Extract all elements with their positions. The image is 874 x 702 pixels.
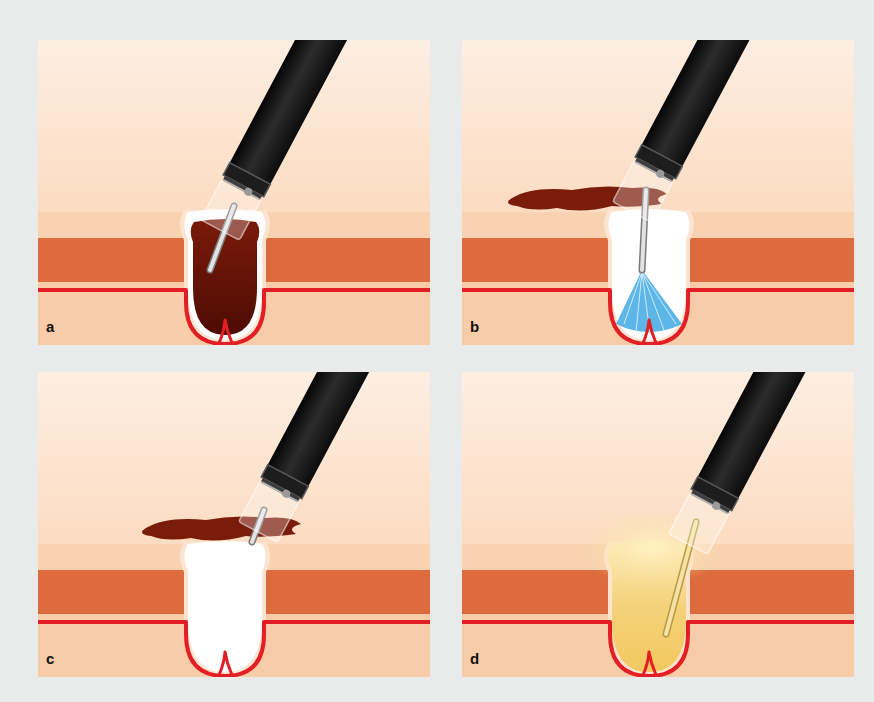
panel-coagulation bbox=[462, 372, 854, 677]
panel-irrigation bbox=[462, 40, 854, 345]
panel-bleeding bbox=[38, 40, 430, 345]
panel-letter: c bbox=[46, 650, 54, 667]
panel-letter: a bbox=[46, 318, 54, 335]
panel-suction bbox=[38, 372, 430, 677]
panel-letter: d bbox=[470, 650, 479, 667]
panel-letter: b bbox=[470, 318, 479, 335]
